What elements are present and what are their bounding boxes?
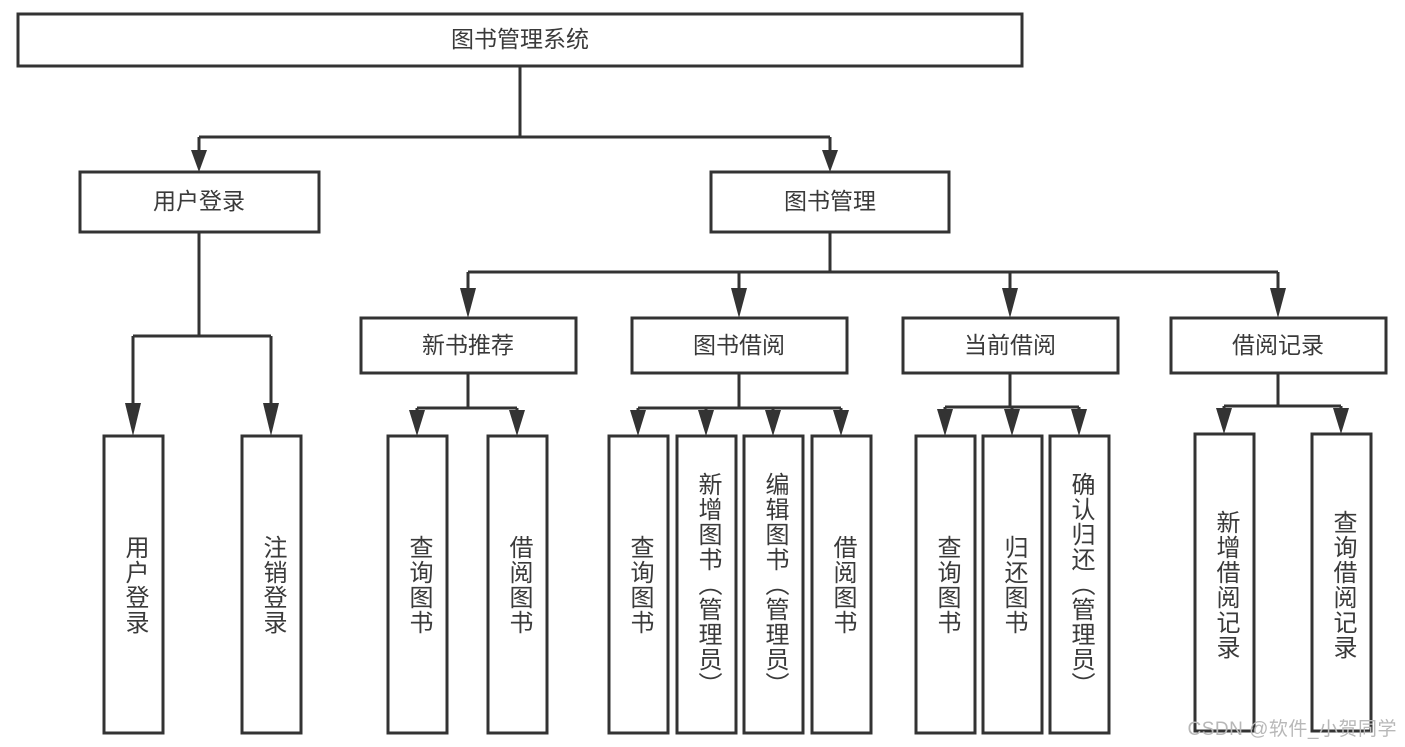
node-root[interactable]: 图书管理系统 [16,12,1024,68]
arrow-head-book-manage [822,150,838,172]
arrow-head-current-borrow [1002,288,1018,318]
node-new-book-recommend-box[interactable] [359,316,578,375]
node-borrow-record-box[interactable] [1169,316,1388,375]
node-leaf-confirm-return-box[interactable] [1048,434,1111,735]
node-leaf-edit-book-box[interactable] [742,434,805,735]
node-leaf-query-record-box[interactable] [1310,432,1373,733]
arrow-head-leaf-query-record [1333,408,1349,434]
arrow-head-leaf-query-book-1 [409,410,425,436]
node-leaf-return-book-box[interactable] [981,434,1044,735]
node-book-borrow-box[interactable] [630,316,849,375]
node-root-box[interactable] [16,12,1024,68]
node-new-book-recommend-label: 新书推荐 [422,332,514,358]
node-current-borrow[interactable]: 当前借阅 [901,316,1120,375]
arrow-head-leaf-user-login [125,403,141,436]
node-book-borrow[interactable]: 图书借阅 [630,316,849,375]
node-leaf-borrow-book-2-box[interactable] [810,434,873,735]
node-user-login-box[interactable] [78,170,321,234]
node-borrow-record-label: 借阅记录 [1232,332,1324,358]
node-user-login[interactable]: 用户登录 [78,170,321,234]
node-current-borrow-box[interactable] [901,316,1120,375]
leaf-boxes-layer [102,432,1373,735]
arrow-head-leaf-confirm-return [1071,409,1087,436]
node-book-manage-box[interactable] [709,170,951,234]
node-leaf-query-book-1-box[interactable] [386,434,449,735]
node-leaf-add-book-box[interactable] [675,434,738,735]
node-borrow-record[interactable]: 借阅记录 [1169,316,1388,375]
arrow-head-leaf-borrow-book-1 [509,410,525,436]
arrow-head-leaf-edit-book [765,410,781,436]
arrow-head-book-borrow [731,288,747,318]
node-leaf-borrow-book-1-box[interactable] [486,434,549,735]
arrow-head-leaf-query-book-2 [630,410,646,436]
arrow-head-leaf-add-record [1216,408,1232,434]
node-leaf-query-book-3-box[interactable] [914,434,977,735]
node-current-borrow-label: 当前借阅 [964,332,1056,358]
node-book-manage-label: 图书管理 [784,188,876,214]
node-leaf-user-login-box[interactable] [102,434,165,735]
arrow-head-new-book-recommend [460,288,476,318]
arrow-head-leaf-return-book [1004,409,1020,436]
arrow-head-leaf-borrow-book-2 [833,410,849,436]
arrow-head-leaf-query-book-3 [937,409,953,436]
arrow-head-leaf-logout [263,403,279,436]
arrow-head-leaf-add-book [698,410,714,436]
node-root-label: 图书管理系统 [451,26,589,52]
node-leaf-logout-box[interactable] [240,434,303,735]
node-leaf-add-record-box[interactable] [1193,432,1256,733]
connector-layer [125,66,1349,436]
arrow-head-user-login [191,150,207,172]
node-leaf-query-book-2-box[interactable] [607,434,670,735]
arrow-head-borrow-record [1270,288,1286,318]
node-book-borrow-label: 图书借阅 [693,332,785,358]
node-new-book-recommend[interactable]: 新书推荐 [359,316,578,375]
node-user-login-label: 用户登录 [153,188,245,214]
node-book-manage[interactable]: 图书管理 [709,170,951,234]
